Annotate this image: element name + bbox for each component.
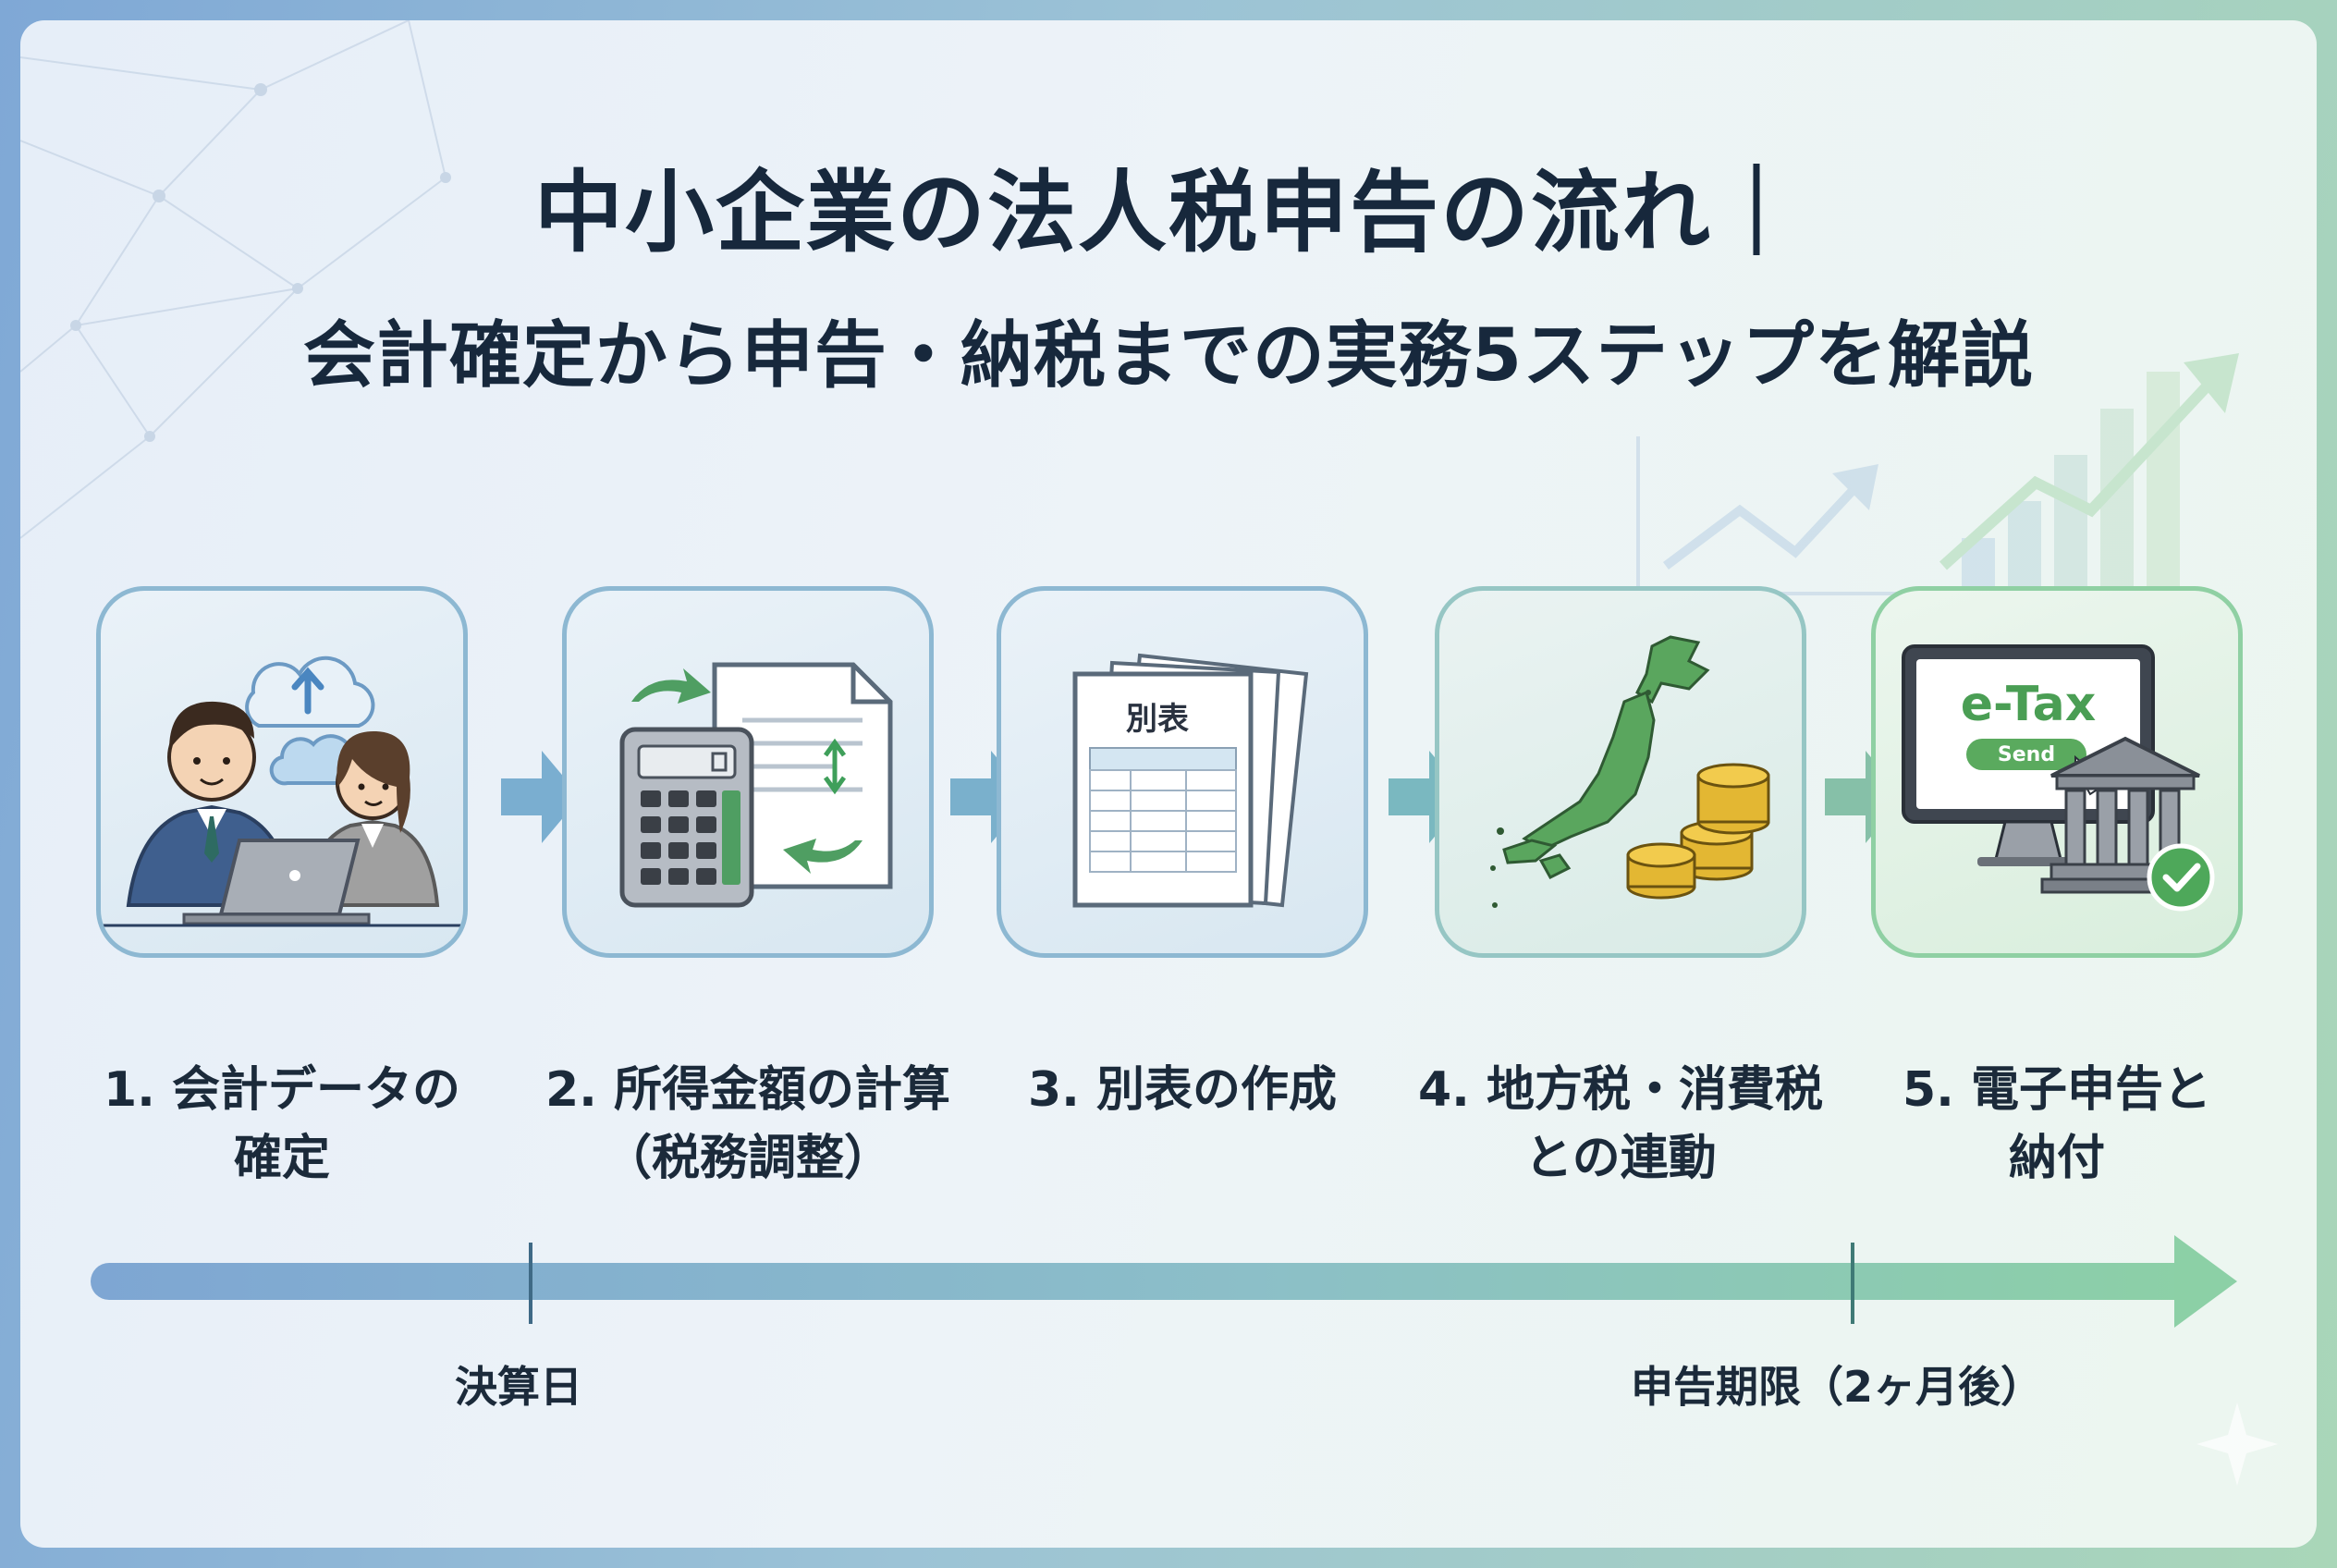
step-label-1-line1: 1. 会計データの — [103, 1062, 461, 1118]
step-label-4: 4. 地方税・消費税 との連動 — [1408, 1056, 1833, 1193]
step-card-2 — [562, 586, 934, 958]
step-label-1-line2: 確定 — [233, 1131, 330, 1186]
etax-monitor-bank-icon: e-Tax Send — [1902, 644, 2215, 912]
timeline-deadline-label: 申告期限（2ヶ月後） — [1631, 1362, 2044, 1412]
step-label-3-line1: 3. 別表の作成 — [1027, 1062, 1338, 1118]
step-card-1 — [96, 586, 468, 958]
step-label-1: 1. 会計データの 確定 — [69, 1056, 495, 1193]
step-card-4 — [1435, 586, 1806, 958]
infographic-frame: 中小企業の法人税申告の流れ｜ 会計確定から申告・納税までの実務5ステップを解説 — [20, 20, 2317, 1548]
step-card-3: 別表 — [997, 586, 1368, 958]
business-people-laptop-cloud-icon — [101, 655, 463, 927]
tax-form-title: 別表 — [1126, 701, 1189, 738]
timeline — [91, 1235, 2237, 1328]
page-title: 中小企業の法人税申告の流れ｜ — [534, 161, 1803, 264]
step-label-5: 5. 電子申告と 納付 — [1844, 1056, 2270, 1193]
step-label-4-line1: 4. 地方税・消費税 — [1417, 1062, 1824, 1118]
timeline-arrowhead — [2174, 1235, 2237, 1328]
step-card-5: e-Tax Send — [1871, 586, 2243, 958]
tax-form-documents-icon: 別表 — [1072, 653, 1309, 908]
step-label-5-line1: 5. 電子申告と — [1902, 1062, 2212, 1118]
step-label-5-line2: 納付 — [2008, 1131, 2105, 1186]
timeline-bar — [91, 1263, 2198, 1300]
timeline-start-label: 決算日 — [455, 1362, 582, 1412]
calculator-documents-icon — [619, 662, 893, 908]
step-label-2-line1: 2. 所得金額の計算 — [544, 1062, 951, 1118]
etax-send-button: Send — [1998, 743, 2055, 766]
step-label-2: 2. 所得金額の計算 （税務調整） — [535, 1056, 960, 1193]
step-label-4-line2: との連動 — [1524, 1131, 1717, 1186]
step-arrow-1 — [501, 751, 581, 843]
step-label-2-line2: （税務調整） — [603, 1131, 892, 1186]
page-subtitle: 会計確定から申告・納税までの実務5ステップを解説 — [302, 314, 2035, 398]
japan-map-coins-icon — [1490, 635, 1770, 908]
step-label-3: 3. 別表の作成 — [970, 1056, 1395, 1124]
etax-screen-title: e-Tax — [1961, 677, 2097, 732]
